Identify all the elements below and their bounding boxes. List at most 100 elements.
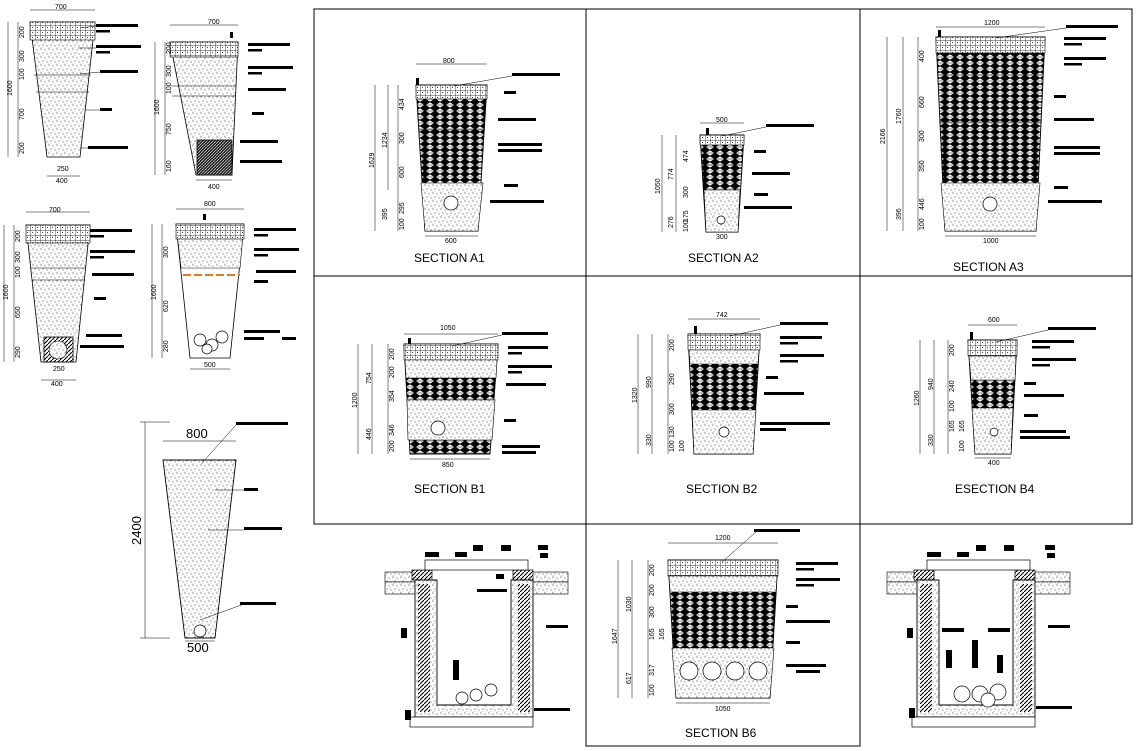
left-section-1: 700 400 250 1600 200 300 100 700 200 (7, 4, 141, 185)
left1-bottom-dim: 400 (56, 178, 68, 185)
a1-d1-dim: 1234 (382, 132, 389, 148)
left3-layer-dim: 100 (15, 266, 22, 278)
section-b6-title: SECTION B6 (685, 726, 757, 740)
b4-d2-dim: 330 (928, 434, 935, 446)
leader-labels (995, 327, 1096, 439)
a1-layer-dim: 100 (399, 218, 406, 230)
b1-layer-dim: 354 (389, 390, 396, 402)
b4-top-dim: 600 (988, 317, 1000, 324)
leader-labels (80, 229, 135, 348)
b2-d1-dim: 990 (646, 376, 653, 388)
a3-total-dim: 2166 (880, 128, 887, 144)
left2-layer-dim: 200 (166, 42, 173, 54)
left3-bottom-dim: 400 (51, 381, 63, 388)
left2-layer-dim: 160 (166, 160, 173, 172)
a2-top-dim: 500 (716, 117, 728, 124)
b4-layer-dim: 100 (949, 400, 956, 412)
b1-total-dim: 1200 (352, 392, 359, 408)
section-a1: 800 600 1629 1234 395 434 300 600 295 10… (369, 58, 560, 265)
left2-layer-dim: 750 (166, 123, 173, 135)
b6-d2-dim: 617 (626, 672, 633, 684)
b2-top-dim: 742 (716, 312, 728, 319)
section-a1-title: SECTION A1 (414, 251, 485, 265)
left1-inner-dim: 250 (57, 166, 69, 173)
section-a3-title: SECTION A3 (953, 260, 1024, 274)
a1-layer-dim: 295 (399, 202, 406, 214)
leader-labels (721, 529, 840, 673)
b1-layer-dim: 200 (389, 440, 396, 452)
a3-d1-dim: 1760 (896, 108, 903, 124)
section-b2-title: SECTION B2 (686, 482, 758, 496)
b4-d1-dim: 940 (928, 378, 935, 390)
left1-layer-dim: 200 (19, 26, 26, 38)
left3-total-dim: 1600 (3, 284, 10, 300)
left4-layer-dim: 620 (163, 300, 170, 312)
left4-layer-dim: 300 (163, 246, 170, 258)
b6-layer-dim: 200 (649, 564, 656, 576)
leader-labels (721, 124, 814, 209)
left1-layer-dim: 200 (19, 142, 26, 154)
left1-total-dim: 1600 (7, 80, 14, 96)
left3-layer-dim: 300 (15, 251, 22, 263)
left4-top-dim: 800 (204, 201, 216, 208)
a2-layer-dim: 474 (683, 150, 690, 162)
a2-d2-dim: 276 (668, 216, 675, 228)
large-height-dim: 2400 (129, 516, 144, 545)
b6-top-dim: 1200 (715, 535, 731, 542)
leader-labels (240, 43, 293, 163)
leader-labels (199, 422, 288, 621)
section-b4: 600 400 1260 940 330 200 240 100 165 165… (914, 317, 1096, 496)
b1-d2-dim: 446 (366, 428, 373, 440)
b1-top-dim: 1050 (440, 325, 456, 332)
b6-layer-dim: 100 (649, 684, 656, 696)
panel-frames (313, 8, 1133, 747)
a3-layer-dim: 100 (919, 218, 926, 230)
a1-top-dim: 800 (443, 58, 455, 65)
a1-total-dim: 1629 (369, 152, 376, 168)
left2-top-dim: 700 (208, 19, 220, 26)
a3-layer-dim: 660 (919, 96, 926, 108)
left-section-4: 800 500 1600 300 620 280 (151, 201, 299, 370)
left4-total-dim: 1600 (151, 284, 158, 300)
a2-layer-dim: 100 (683, 220, 690, 232)
a3-layer-dim: 400 (919, 50, 926, 62)
section-a3: 1200 1000 2166 1760 396 400 660 300 350 … (880, 20, 1118, 274)
manhole-left (384, 545, 570, 728)
a3-layer-dim: 350 (919, 160, 926, 172)
a1-bottom-dim: 600 (445, 238, 457, 245)
b4-bottom-dim: 400 (988, 460, 1000, 467)
leader-labels (451, 332, 552, 454)
left2-bottom-dim: 400 (208, 184, 220, 191)
b2-layer-dim: 200 (669, 339, 676, 351)
b6-layer-dim: 165 (659, 628, 666, 640)
a2-layer-dim: 300 (683, 186, 690, 198)
b4-layer-dim: 200 (949, 344, 956, 356)
b6-bottom-dim: 1050 (715, 706, 731, 713)
left1-layer-dim: 700 (19, 108, 26, 120)
b4-layer-dim: 165 (959, 420, 966, 432)
large-section: 800 500 2400 (129, 421, 288, 655)
b4-layer-dim: 240 (949, 380, 956, 392)
leader-labels (78, 24, 141, 149)
b6-d1-dim: 1030 (626, 596, 633, 612)
a2-bottom-dim: 300 (716, 234, 728, 241)
left1-layer-dim: 300 (19, 50, 26, 62)
left3-top-dim: 700 (49, 207, 61, 214)
a3-layer-dim: 446 (919, 198, 926, 210)
left-section-3: 700 400 250 1600 200 300 100 650 290 (3, 207, 135, 388)
section-a2: 500 300 1050 774 276 474 300 175 100 SEC… (655, 117, 814, 265)
b1-layer-dim: 346 (389, 424, 396, 436)
left4-layer-dim: 280 (163, 340, 170, 352)
b2-layer-dim: 300 (669, 403, 676, 415)
b6-total-dim: 1647 (612, 628, 619, 644)
a3-top-dim: 1200 (984, 20, 1000, 27)
a1-layer-dim: 600 (399, 166, 406, 178)
section-b4-title: ESECTION B4 (955, 482, 1035, 496)
b1-layer-dim: 200 (389, 366, 396, 378)
a2-total-dim: 1050 (655, 178, 662, 194)
section-b2: 742 1320 990 330 200 290 300 130 100 100… (632, 312, 830, 496)
b6-layer-dim: 165 (649, 628, 656, 640)
left2-layer-dim: 100 (166, 82, 173, 94)
b2-d2-dim: 330 (646, 434, 653, 446)
